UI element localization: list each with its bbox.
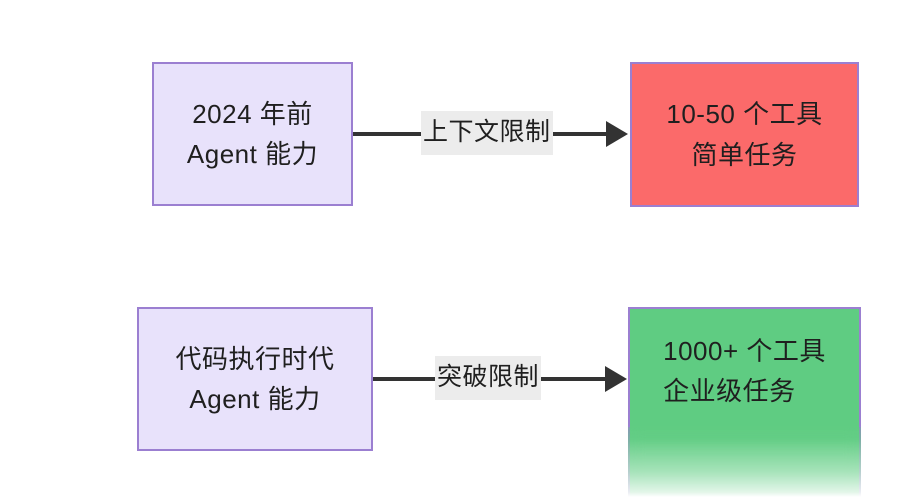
node-bottom-fade [624, 427, 865, 502]
node-enterprise-task-outcome[interactable]: 1000+ 个工具 企业级任务 [624, 307, 865, 502]
arrowhead-icon-breakthrough [605, 366, 627, 392]
node-label-line-1: 2024 年前 [192, 98, 313, 129]
node-label-line-1: 代码执行时代 [175, 343, 335, 374]
node-label-line-1: 1000+ 个工具 [663, 336, 826, 366]
arrowhead-icon-context-limit [606, 121, 628, 147]
node-label-line-2: 简单任务 [691, 139, 798, 170]
edge-label-context-limit: 上下文限制 [421, 111, 553, 155]
node-pre-2024-agent-capability[interactable]: 2024 年前 Agent 能力 [152, 62, 353, 206]
node-label-line-2: Agent 能力 [186, 139, 319, 169]
edge-label-breakthrough: 突破限制 [435, 356, 542, 400]
node-label-line-1: 10-50 个工具 [666, 99, 823, 130]
node-label-stack: 1000+ 个工具 企业级任务 [663, 331, 826, 412]
node-simple-task-outcome[interactable]: 10-50 个工具 简单任务 [630, 62, 859, 207]
node-label-line-2: 企业级任务 [663, 376, 796, 407]
node-code-execution-era-agent-capability[interactable]: 代码执行时代 Agent 能力 [137, 307, 373, 451]
node-label-line-2: Agent 能力 [189, 384, 321, 414]
